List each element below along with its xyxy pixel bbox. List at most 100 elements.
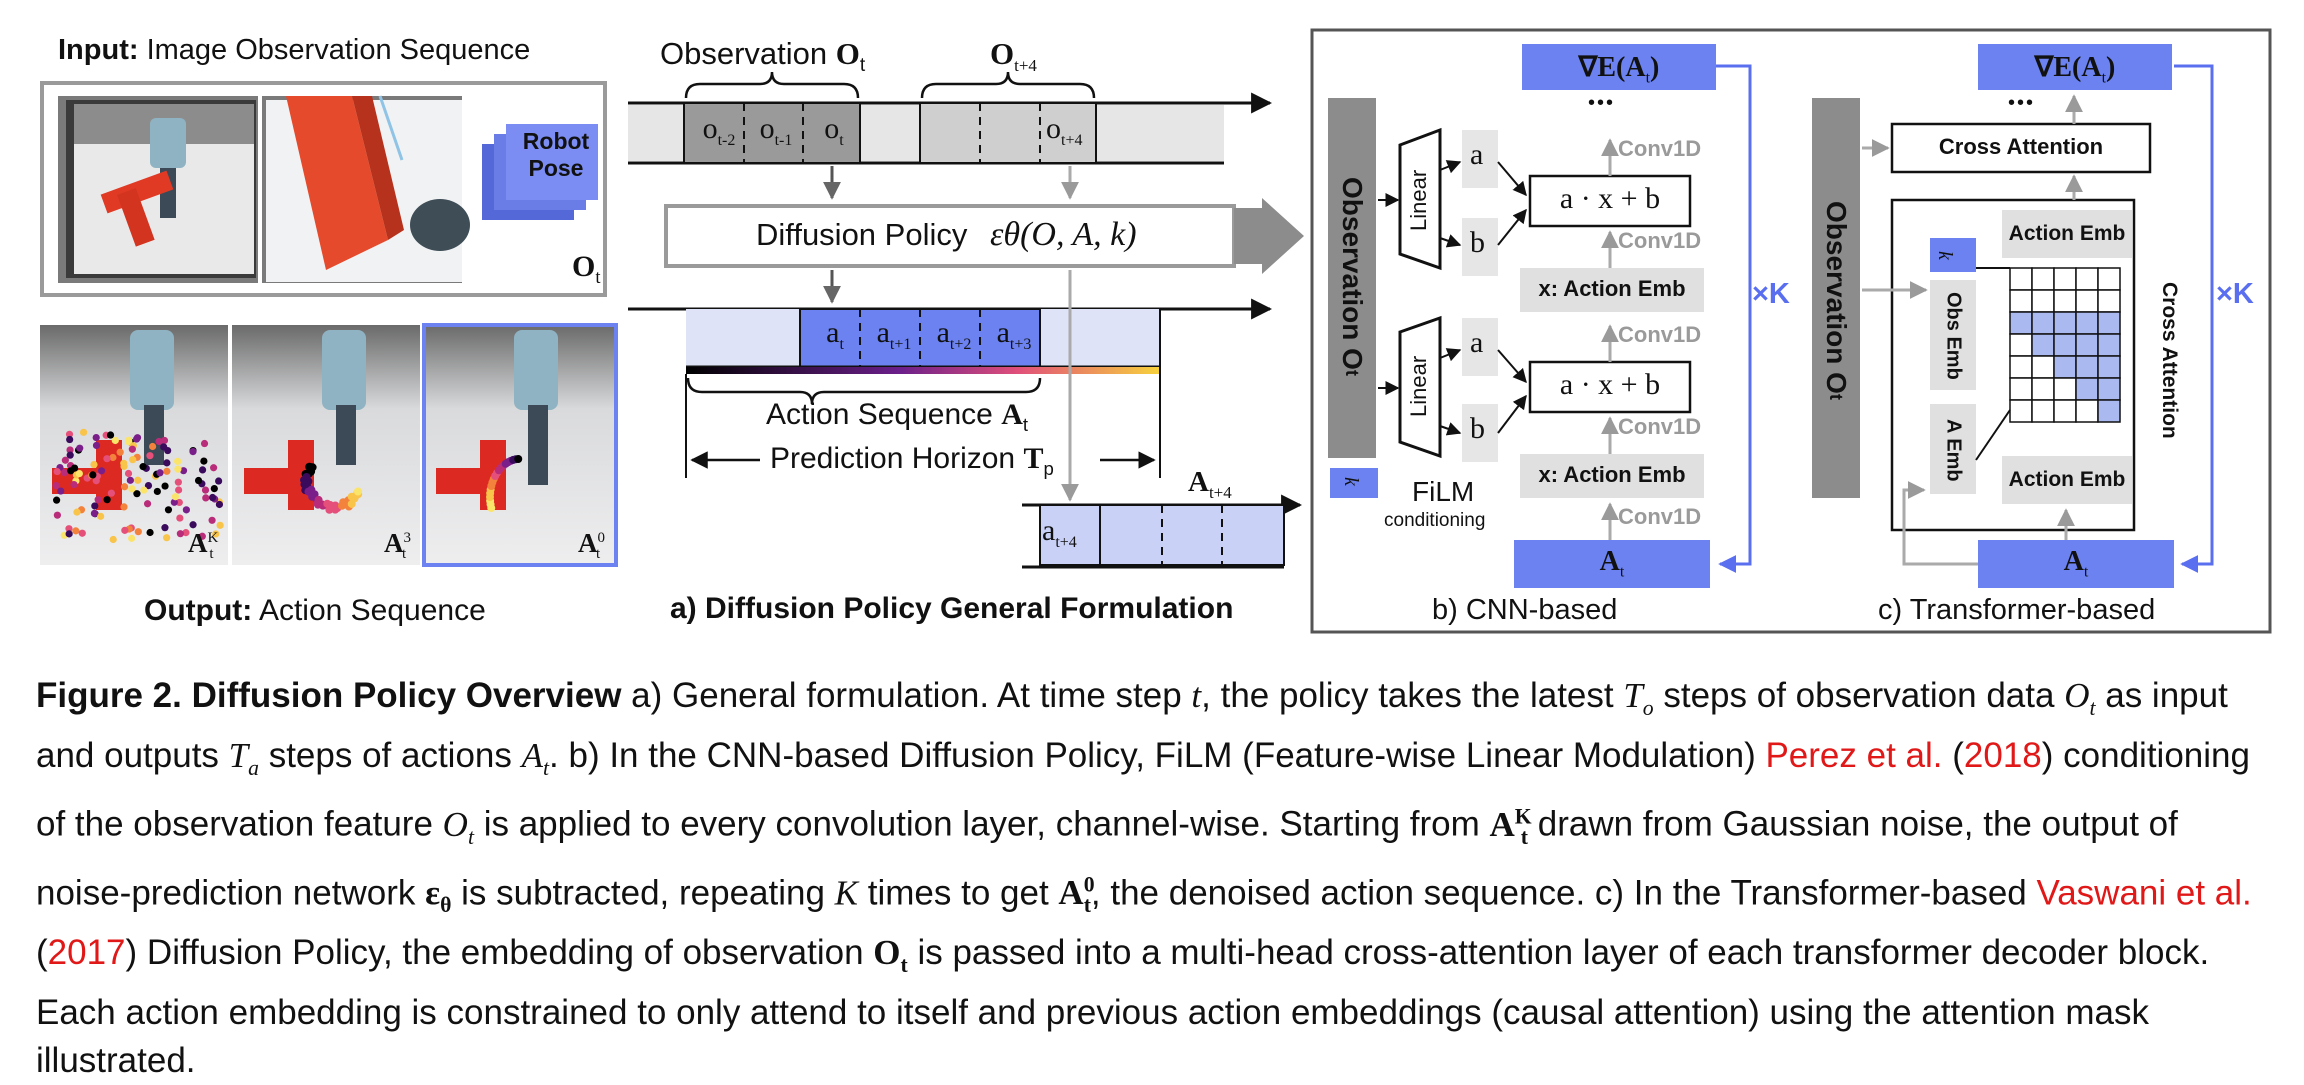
- tf-times-k: ×K: [2216, 278, 2254, 310]
- trajectory-dot: [212, 530, 220, 538]
- trajectory-dot: [121, 526, 129, 534]
- citation-vaswani-year[interactable]: 2017: [47, 933, 126, 973]
- trajectory-dot: [103, 496, 111, 504]
- cross-attention-vertical-label: Cross Attention: [2158, 281, 2181, 439]
- trajectory-dot: [200, 439, 209, 448]
- linear-upper-label: Linear: [1406, 169, 1431, 231]
- mask-cell: [2075, 333, 2099, 357]
- mask-cell: [2009, 289, 2033, 313]
- diffusion-policy-box: [664, 198, 1304, 304]
- trajectory-dot: [208, 516, 216, 524]
- obs-future-window: [919, 102, 1097, 164]
- timeline-future-action: [1022, 494, 1303, 569]
- trajectory-dot: [78, 529, 86, 537]
- trajectory-dot: [134, 476, 142, 484]
- trajectory-dot: [73, 508, 81, 516]
- film-label: FiLM: [1412, 476, 1475, 507]
- cnn-action-input-label: At: [1599, 546, 1625, 581]
- action-seq-label: Action Sequence At: [766, 398, 1029, 435]
- trajectory-dot: [144, 481, 153, 490]
- mask-cell: [2075, 267, 2099, 291]
- trajectory-dot: [60, 468, 69, 477]
- film-b-upper: b: [1470, 226, 1485, 259]
- mask-cell: [2075, 355, 2099, 379]
- trajectory-dot: [153, 487, 161, 496]
- tf-action-input-box: [1978, 540, 2174, 588]
- trajectory-dot: [163, 534, 171, 542]
- trajectory-dot: [174, 465, 182, 473]
- trajectory-dot: [70, 480, 78, 489]
- trajectory-dot: [161, 482, 169, 490]
- trajectory-dot: [179, 467, 188, 475]
- sample-A3-label: A3t: [384, 528, 411, 563]
- cnn-action-emb-upper: [1520, 268, 1704, 312]
- trajectory-dot: [215, 500, 224, 509]
- mask-cell: [2053, 377, 2077, 401]
- trajectory-dot: [139, 463, 147, 471]
- trajectory-dot: [200, 457, 208, 465]
- panel-c-subtitle: c) Transformer-based: [1878, 594, 2156, 626]
- mask-cell: [2009, 311, 2033, 335]
- timeline-observation: [628, 71, 1273, 200]
- film-b-lower: b: [1470, 412, 1485, 445]
- citation-vaswani[interactable]: Vaswani et al.: [2036, 873, 2252, 913]
- trajectory-dot: [201, 486, 210, 494]
- conv1d-4: Conv1D: [1618, 414, 1702, 439]
- cnn-action-input-box: [1514, 540, 1710, 588]
- big-arrow: [1234, 198, 1304, 274]
- trajectory-dot: [120, 483, 129, 491]
- panel-a-subtitle: a) Diffusion Policy General Formulation: [670, 592, 1234, 625]
- citation-perez-year[interactable]: 2018: [1963, 736, 2042, 775]
- mask-cell: [2031, 267, 2055, 291]
- mask-cell: [2053, 267, 2077, 291]
- trajectory-dot: [65, 530, 73, 538]
- mask-cell: [2009, 267, 2033, 291]
- trajectory-dot: [210, 484, 218, 493]
- film-expr-upper: a · x + b: [1559, 182, 1661, 215]
- trajectory-dot: [215, 477, 223, 485]
- trajectory-dot: [325, 505, 334, 514]
- denoise-gradient: [686, 367, 1160, 374]
- trajectory-dot: [120, 462, 128, 470]
- trajectory-dot: [198, 532, 206, 540]
- cnn-observation-label: Observation Ot: [1337, 176, 1368, 376]
- film-lower: [1528, 360, 1692, 414]
- mask-cell: [2009, 355, 2033, 379]
- film-upper: [1528, 174, 1692, 228]
- mask-cell: [2097, 267, 2121, 291]
- robot-pose-box: [506, 124, 598, 200]
- mask-cell: [2031, 355, 2055, 379]
- trajectory-dot: [91, 502, 99, 510]
- mask-cell: [2031, 333, 2055, 357]
- figure-canvas: [40, 28, 2272, 634]
- trajectory-dot: [176, 514, 184, 522]
- cnn-action-emb-lower: [1520, 454, 1704, 498]
- trajectory-dot: [107, 489, 115, 497]
- trajectory-dot: [514, 454, 523, 463]
- panel-b-subtitle: b) CNN-based: [1432, 594, 1618, 626]
- trajectory-dot: [156, 469, 164, 477]
- mask-cell: [2031, 311, 2055, 335]
- trajectory-dot: [140, 486, 148, 494]
- film-a-upper: a: [1470, 138, 1484, 171]
- trajectory-dot: [116, 448, 124, 456]
- tf-action-emb-top: [2002, 210, 2132, 258]
- trajectory-dot: [194, 476, 203, 485]
- mask-cell: [2097, 355, 2121, 379]
- trajectory-dot: [155, 437, 163, 446]
- trajectory-dot: [97, 512, 105, 520]
- timeline-action: [628, 270, 1273, 502]
- citation-perez[interactable]: Perez et al.: [1765, 736, 1943, 775]
- trajectory-dot: [97, 467, 106, 475]
- mask-cell: [2097, 289, 2121, 313]
- trajectory-dot: [92, 441, 101, 450]
- sample-A0-label: A0t: [578, 528, 605, 563]
- mask-cell: [2075, 399, 2099, 423]
- trajectory-dot: [53, 511, 61, 519]
- trajectory-dot: [66, 451, 74, 459]
- obs-cells: ot-2 ot-1 ot: [702, 112, 844, 149]
- cross-attention-label: Cross Attention: [1938, 134, 2104, 159]
- trajectory-dot: [126, 476, 134, 484]
- trajectory-dot: [146, 528, 154, 537]
- cnn-gradient-label: ∇E(At): [1578, 52, 1660, 87]
